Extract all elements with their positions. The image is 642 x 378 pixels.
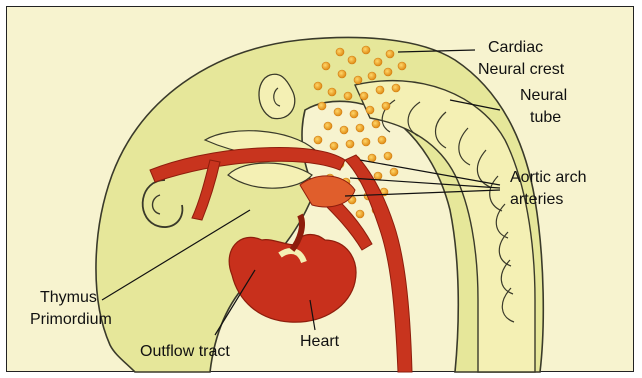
label-aortic-arch: Aortic arch [510,169,586,186]
label-arteries: arteries [510,191,563,208]
label-primordium: Primordium [30,311,112,328]
label-tube: tube [530,109,561,126]
label-neural-crest: Neural crest [478,61,565,78]
label-cardiac: Cardiac [488,39,543,56]
label-neural: Neural [520,87,567,104]
label-thymus: Thymus [40,289,97,306]
label-outflow-tract: Outflow tract [140,343,230,360]
label-heart: Heart [300,333,340,350]
